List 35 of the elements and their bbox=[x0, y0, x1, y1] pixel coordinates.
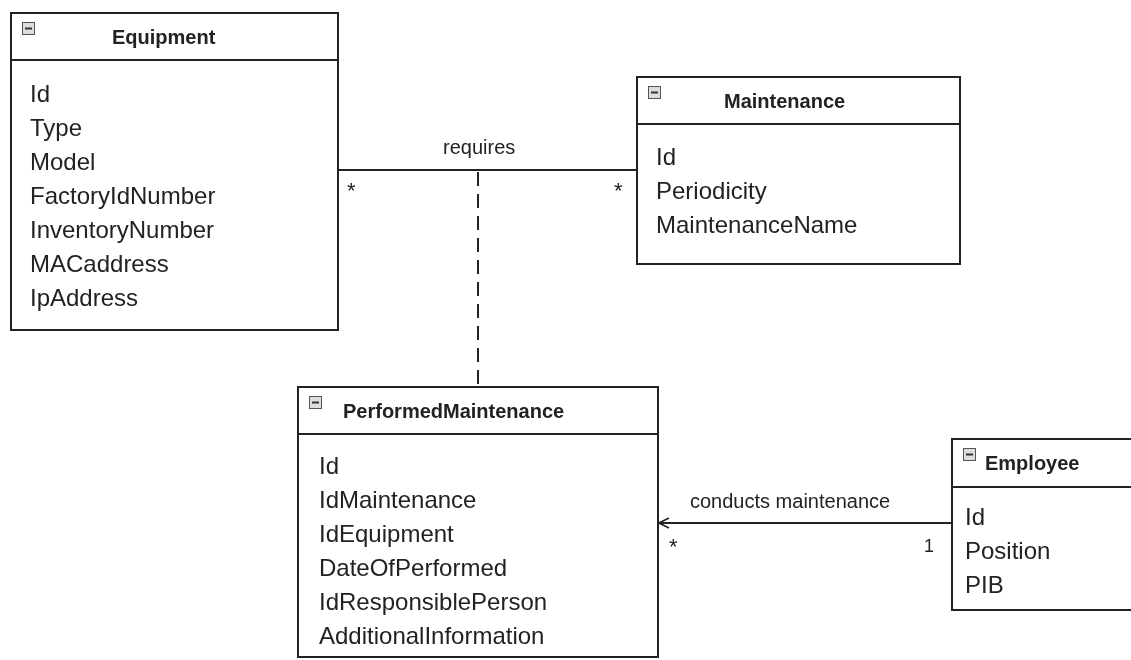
edge-label: requires bbox=[443, 136, 516, 159]
class-box bbox=[10, 12, 339, 331]
multiplicity-label: * bbox=[614, 178, 623, 204]
attribute-text: DateOfPerformed bbox=[319, 554, 508, 582]
class-name: Employee bbox=[985, 451, 1080, 475]
multiplicity-label: * bbox=[669, 534, 678, 560]
class-box bbox=[951, 438, 1131, 611]
multiplicity-label: 1 bbox=[924, 536, 934, 557]
attribute-text: IdEquipment bbox=[319, 520, 454, 548]
attribute-text: MaintenanceName bbox=[656, 211, 858, 239]
attribute-text: Id bbox=[319, 452, 339, 480]
attribute-text: FactoryIdNumber bbox=[30, 182, 216, 210]
class-box bbox=[297, 386, 659, 658]
arrow bbox=[658, 517, 952, 529]
class-name: Maintenance bbox=[724, 89, 846, 112]
class-name: PerformedMaintenance bbox=[343, 399, 565, 422]
attribute-text: Id bbox=[30, 80, 50, 108]
attribute-text: IdResponsiblePerson bbox=[319, 588, 548, 616]
attribute-text: AdditionalInformation bbox=[319, 622, 545, 650]
attribute-text: Model bbox=[30, 148, 96, 176]
attribute-text: InventoryNumber bbox=[30, 216, 215, 244]
attribute-text: Periodicity bbox=[656, 177, 767, 205]
attribute-text: MACaddress bbox=[30, 250, 169, 278]
attribute-text: Position bbox=[965, 537, 1051, 565]
attribute-text: IpAddress bbox=[30, 284, 139, 312]
class-name: Equipment bbox=[112, 25, 216, 48]
class-box bbox=[636, 76, 961, 265]
attribute-text: Id bbox=[656, 143, 676, 171]
multiplicity-label: * bbox=[347, 178, 356, 204]
attribute-text: IdMaintenance bbox=[319, 486, 477, 514]
attribute-text: PIB bbox=[965, 571, 1004, 599]
association-class-line bbox=[477, 171, 479, 387]
association-line bbox=[338, 169, 637, 171]
attribute-text: Type bbox=[30, 114, 83, 142]
attribute-text: Id bbox=[965, 503, 985, 531]
